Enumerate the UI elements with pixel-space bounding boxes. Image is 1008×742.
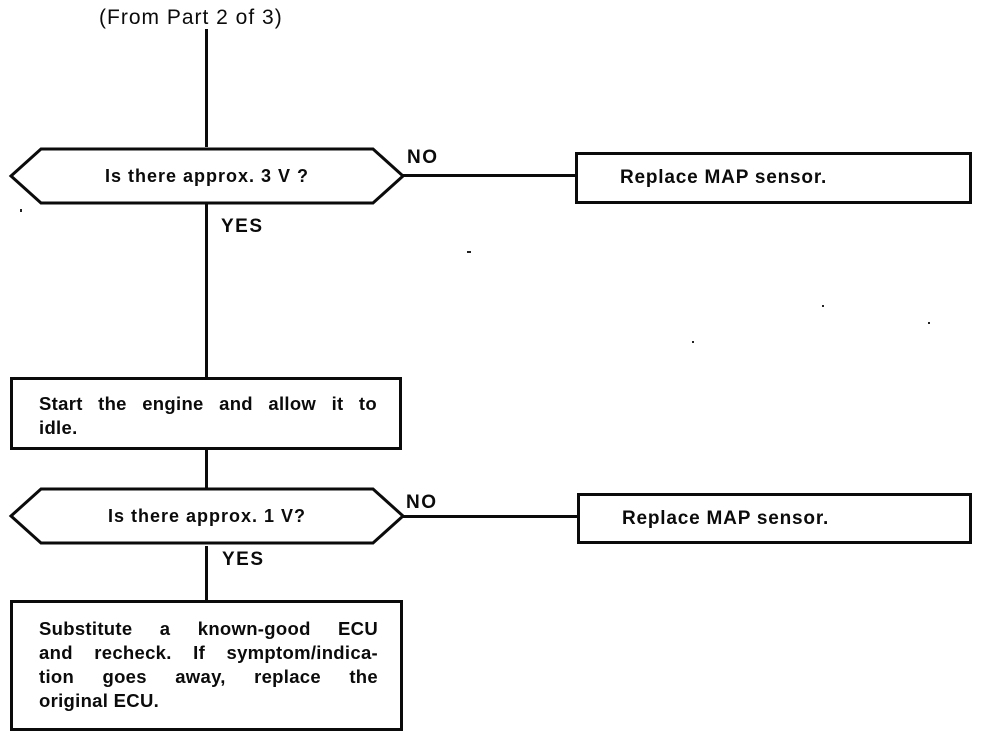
- hexagon-outline: [8, 487, 406, 545]
- action-text: Replace MAP sensor.: [620, 167, 828, 188]
- process-box-substitute-ecu: Substitute a known-good ECU and recheck.…: [10, 600, 403, 731]
- source-label: (From Part 2 of 3): [99, 6, 283, 29]
- decision-node-approx-3v: Is there approx. 3 V ?: [8, 146, 406, 206]
- yes-branch-label-1: YES: [221, 216, 264, 237]
- connector-no1-horizontal: [400, 174, 577, 177]
- process-text-line: original ECU.: [39, 690, 160, 711]
- decision-node-approx-1v: Is there approx. 1 V?: [8, 486, 406, 546]
- process-text-line: and recheck. If symptom/indica-: [39, 642, 378, 663]
- process-text-line: idle.: [39, 417, 78, 438]
- process-text-line: Substitute a known-good ECU: [39, 618, 378, 639]
- action-box-replace-map-sensor-1: Replace MAP sensor.: [575, 152, 972, 204]
- connector-top-vertical: [205, 29, 208, 147]
- process-text-line: Start the engine and allow it to: [39, 393, 377, 414]
- connector-no2-horizontal: [402, 515, 579, 518]
- process-box-start-engine: Start the engine and allow it to idle.: [10, 377, 402, 450]
- scan-speck: [467, 251, 471, 253]
- action-box-replace-map-sensor-2: Replace MAP sensor.: [577, 493, 972, 544]
- scan-speck: [822, 305, 824, 307]
- decision-question: Is there approx. 1 V?: [107, 505, 307, 526]
- connector-yes2-vertical: [205, 546, 208, 602]
- connector-yes1-vertical: [205, 204, 208, 379]
- yes-branch-label-2: YES: [222, 549, 265, 570]
- hexagon-outline: [8, 147, 406, 205]
- connector-process1-vertical: [205, 448, 208, 490]
- scan-speck: [928, 322, 930, 324]
- no-branch-label-1: NO: [407, 147, 439, 168]
- scan-speck: [692, 341, 694, 343]
- process-text-line: tion goes away, replace the: [39, 666, 378, 687]
- scan-speck: [20, 209, 22, 212]
- no-branch-label-2: NO: [406, 492, 438, 513]
- decision-question: Is there approx. 3 V ?: [104, 165, 310, 186]
- action-text: Replace MAP sensor.: [622, 507, 830, 529]
